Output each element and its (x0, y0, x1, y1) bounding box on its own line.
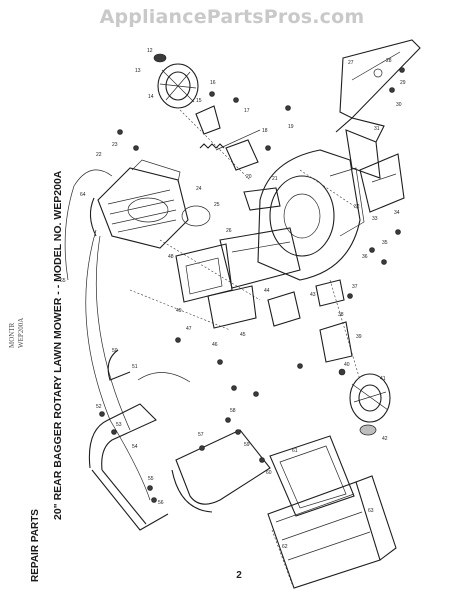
mower-blade (339, 39, 421, 119)
callout: 53 (116, 422, 122, 428)
callout: 16 (210, 80, 216, 86)
callout: 21 (272, 176, 278, 182)
callout: 62 (282, 544, 288, 550)
callout: 35 (382, 240, 388, 246)
callout: 25 (214, 202, 220, 208)
callout: 51 (132, 364, 138, 370)
callout: 40 (344, 362, 350, 368)
callout: 32 (354, 204, 360, 210)
callout: 48 (168, 254, 174, 260)
callout: 46 (212, 342, 218, 348)
callout: 13 (135, 68, 141, 74)
callout: 52 (96, 404, 102, 410)
callout: 28 (386, 58, 392, 64)
watermark: AppliancePartsPros.com (99, 6, 365, 28)
rear-door-assembly (175, 243, 257, 329)
rear-wheel (338, 368, 391, 436)
callout: 36 (362, 254, 368, 260)
callout: 60 (266, 470, 272, 476)
callout: 26 (226, 228, 232, 234)
bag-frame (269, 435, 355, 517)
callout: 42 (382, 436, 388, 442)
callout: 61 (292, 448, 298, 454)
callout: 14 (148, 94, 154, 100)
callout: 57 (198, 432, 204, 438)
callout: 29 (400, 80, 406, 86)
callout: 24 (196, 186, 202, 192)
callout: 58 (230, 408, 236, 414)
callout: 34 (394, 210, 400, 216)
page-number: 2 (236, 570, 242, 581)
callout: 43 (310, 292, 316, 298)
callout: 31 (374, 126, 380, 132)
handle-hardware (99, 411, 265, 503)
grass-catcher-bag (267, 475, 397, 589)
fasteners (117, 67, 405, 397)
callout: 15 (196, 98, 202, 104)
mower-handle (88, 349, 271, 531)
callout: 45 (240, 332, 246, 338)
callout: 64 (80, 192, 86, 198)
callout: 47 (186, 326, 192, 332)
callout: 23 (112, 142, 118, 148)
callout: 44 (264, 288, 270, 294)
callout: 41 (380, 376, 386, 382)
callout: 19 (288, 124, 294, 130)
callout: 37 (352, 284, 358, 290)
callout: 63 (368, 508, 374, 514)
callout: 49 (176, 308, 182, 314)
callout: 38 (338, 312, 344, 318)
callout: 33 (372, 216, 378, 222)
front-wheel-top (153, 53, 199, 109)
callout: 18 (262, 128, 268, 134)
callout: 17 (244, 108, 250, 114)
callout: 27 (348, 60, 354, 66)
callout: 55 (148, 476, 154, 482)
height-adjuster-parts (181, 105, 281, 227)
callout: 12 (147, 48, 153, 54)
callout: 56 (158, 500, 164, 506)
callout: 59 (244, 442, 250, 448)
callout: 20 (246, 174, 252, 180)
callout: 54 (132, 444, 138, 450)
mower-deck (257, 117, 385, 281)
engine-assembly (89, 159, 189, 249)
callout-numbers: 12 13 14 15 16 17 18 19 20 21 22 23 24 2… (60, 48, 406, 550)
callout: 65 (60, 278, 66, 284)
callout: 22 (96, 152, 102, 158)
callout: 50 (112, 348, 118, 354)
callout: 39 (356, 334, 362, 340)
callout: 30 (396, 102, 402, 108)
